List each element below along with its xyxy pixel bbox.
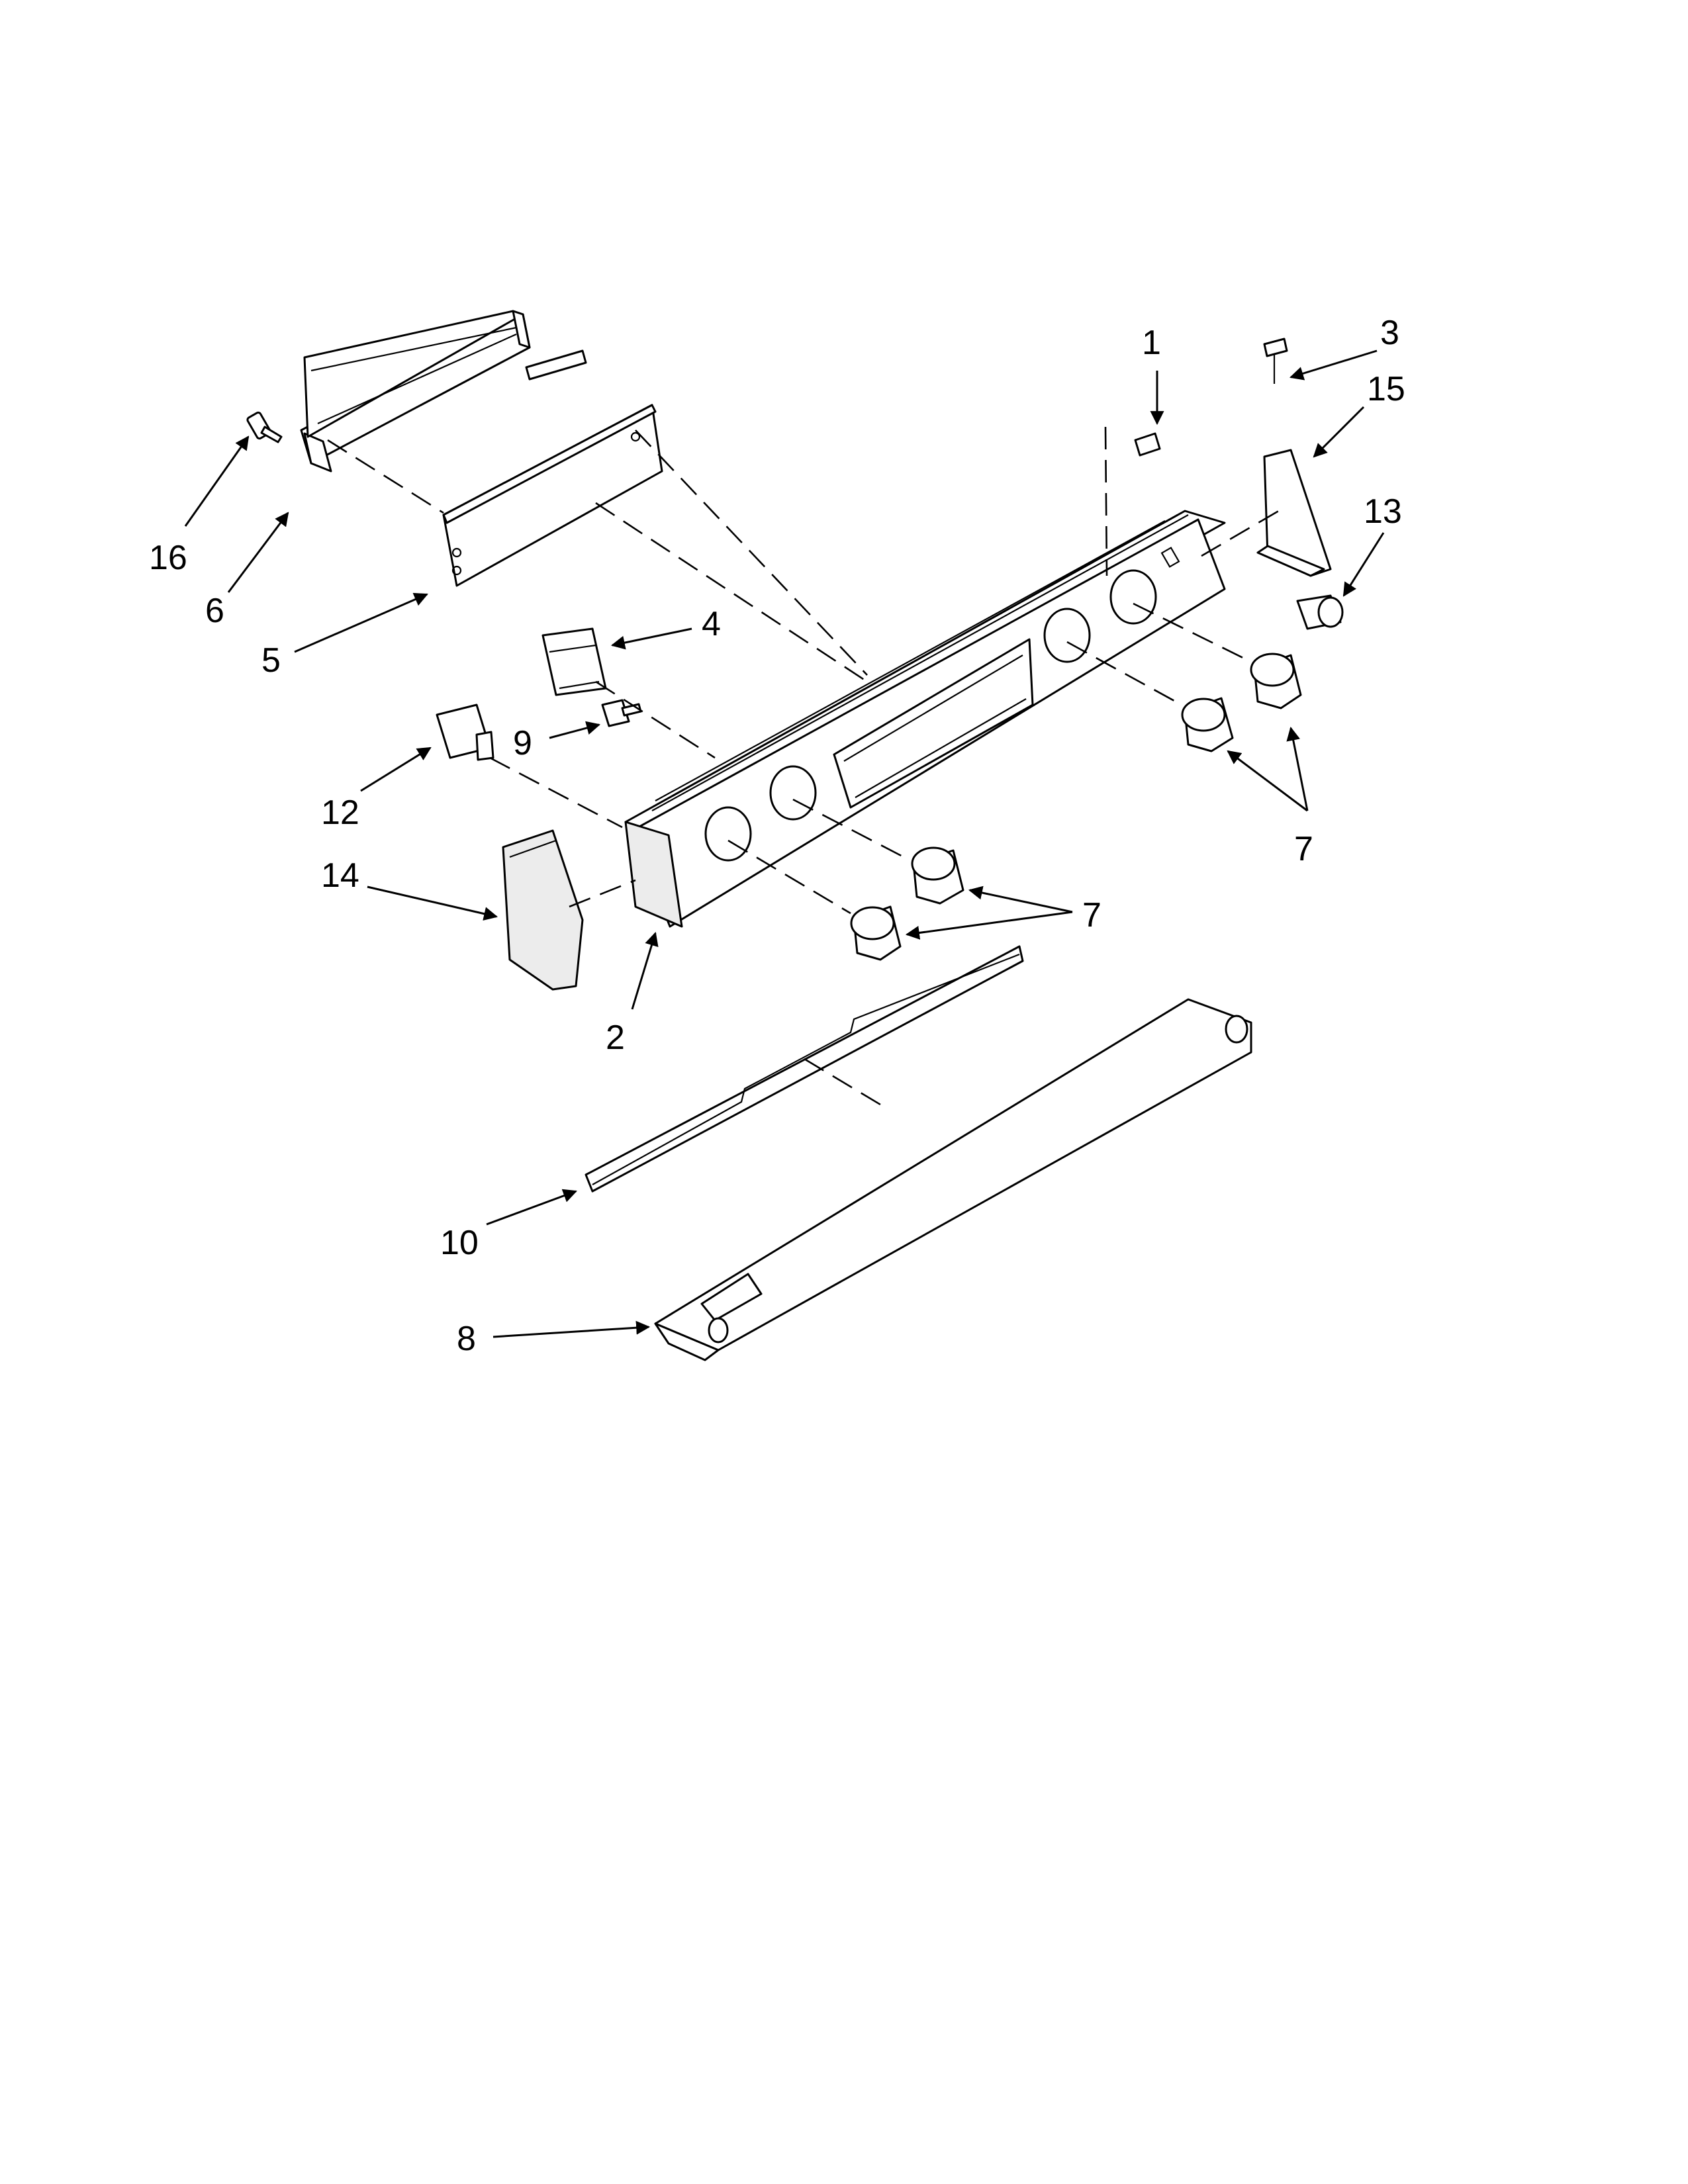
callout-2: 2: [606, 1019, 625, 1057]
leader-lines: [184, 349, 1385, 1338]
part-bracket: [300, 310, 531, 473]
callout-10: 10: [440, 1224, 479, 1262]
part-relay: [436, 704, 494, 761]
part-screw-3: [1263, 338, 1288, 384]
part-knob-left-lower: [850, 905, 902, 961]
callout-4: 4: [702, 605, 721, 643]
part-end-cap: [502, 829, 584, 991]
part-panel-plate: [442, 349, 663, 587]
callout-3: 3: [1380, 314, 1399, 352]
part-screw-16: [246, 411, 283, 443]
alignment-lines: [327, 426, 1282, 1110]
part-knob-left-upper: [911, 846, 964, 905]
part-knob-right-upper: [1250, 653, 1302, 709]
callout-1: 1: [1142, 324, 1161, 362]
part-switch: [1296, 594, 1344, 630]
part-knob-right-lower: [1181, 697, 1234, 752]
callout-14: 14: [321, 856, 359, 895]
part-switch-module: [541, 627, 607, 696]
part-screw-1: [1134, 432, 1161, 457]
part-long-bracket: [585, 945, 1024, 1193]
callout-12: 12: [321, 794, 359, 832]
callout-9: 9: [513, 724, 532, 762]
callout-8: 8: [457, 1320, 476, 1358]
callout-13: 13: [1364, 492, 1402, 531]
part-end-bracket: [1256, 449, 1332, 577]
callout-16: 16: [149, 539, 187, 577]
part-trim-panel: [654, 998, 1252, 1361]
callout-7-right: 7: [1294, 830, 1313, 868]
part-screw-9: [601, 699, 642, 727]
callout-7-left: 7: [1082, 896, 1102, 934]
callout-numbers: 1 3 15 13 16 6 5 4 9 12 14 2 7 7 10 8: [149, 314, 1405, 1358]
callout-6: 6: [205, 592, 224, 630]
callout-15: 15: [1367, 370, 1405, 408]
callout-5: 5: [261, 641, 281, 680]
